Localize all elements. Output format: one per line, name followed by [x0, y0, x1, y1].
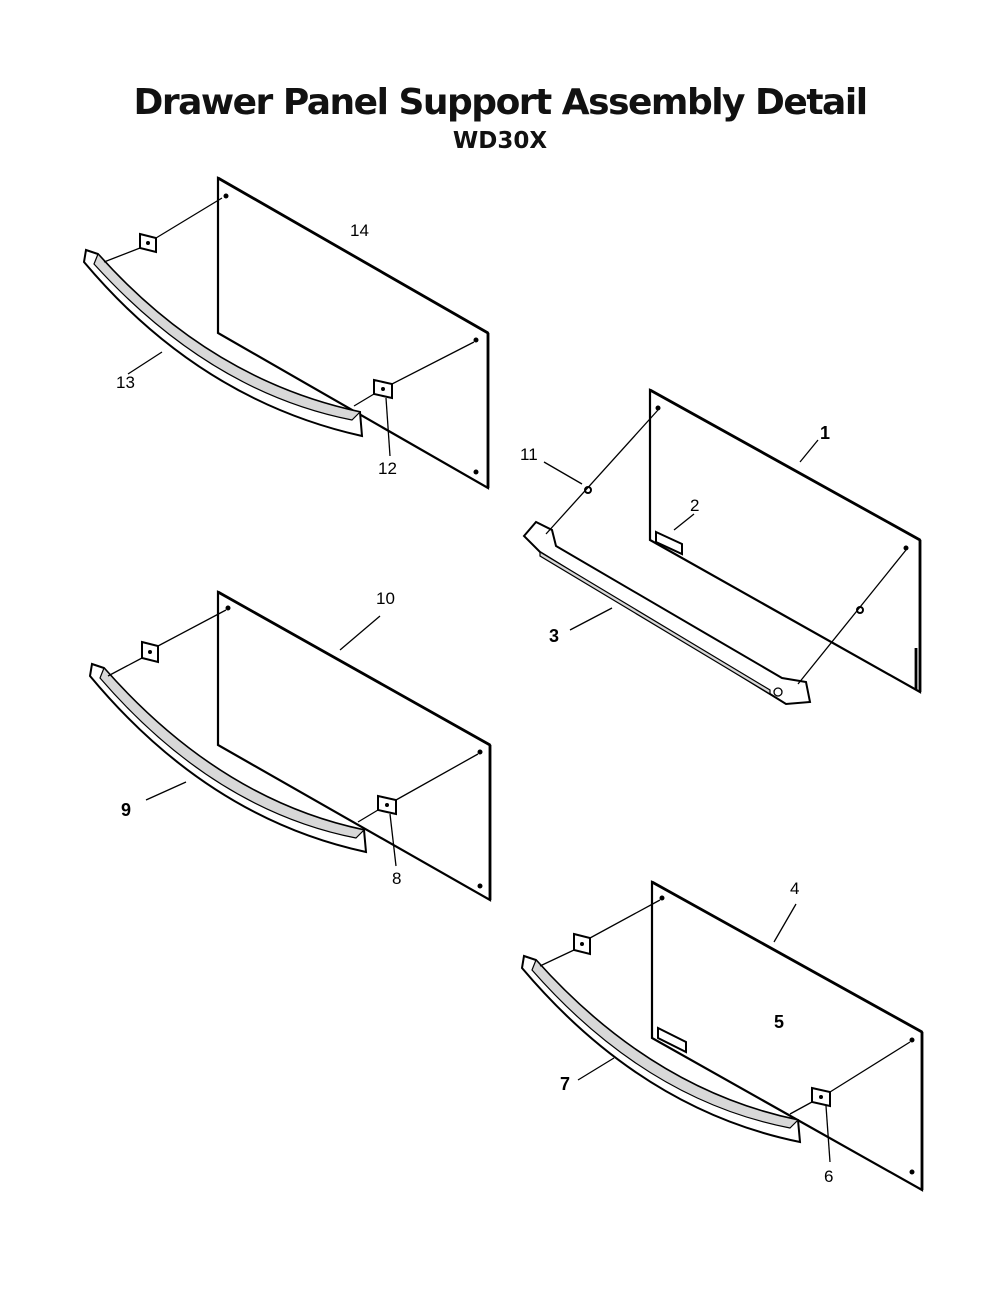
callout-labels-bold: 1 3 9 5 7	[121, 423, 830, 1094]
mount-hole	[473, 469, 479, 475]
title-block: Drawer Panel Support Assembly Detail WD3…	[0, 80, 1000, 156]
callout-14: 14	[350, 221, 369, 240]
callout-7: 7	[560, 1074, 570, 1094]
callout-10: 10	[376, 589, 395, 608]
callout-4: 4	[790, 879, 799, 898]
assembly-bottom-right	[520, 880, 924, 1192]
callout-11: 11	[520, 445, 538, 464]
callout-3: 3	[549, 626, 559, 646]
callout-8: 8	[392, 869, 401, 888]
callout-12: 12	[378, 459, 397, 478]
diagram-title: Drawer Panel Support Assembly Detail	[133, 82, 868, 123]
assembly-right	[522, 388, 922, 706]
callout-1: 1	[820, 423, 830, 443]
mount-hole	[473, 337, 479, 343]
label-plate-5	[657, 1026, 687, 1054]
label-2	[655, 530, 683, 556]
callout-5: 5	[774, 1012, 784, 1032]
callout-2: 2	[690, 496, 699, 515]
callout-13: 13	[116, 373, 135, 392]
callout-9: 9	[121, 800, 131, 820]
mount-hole	[223, 193, 229, 199]
callout-labels: 14 13 12 11 2 10 8 4 6	[116, 221, 833, 1186]
assembly-top-left	[82, 176, 490, 490]
model-number: WD30X	[452, 128, 548, 154]
callout-6: 6	[824, 1167, 833, 1186]
panel-4	[650, 880, 924, 1192]
assembly-middle-left	[88, 590, 492, 902]
